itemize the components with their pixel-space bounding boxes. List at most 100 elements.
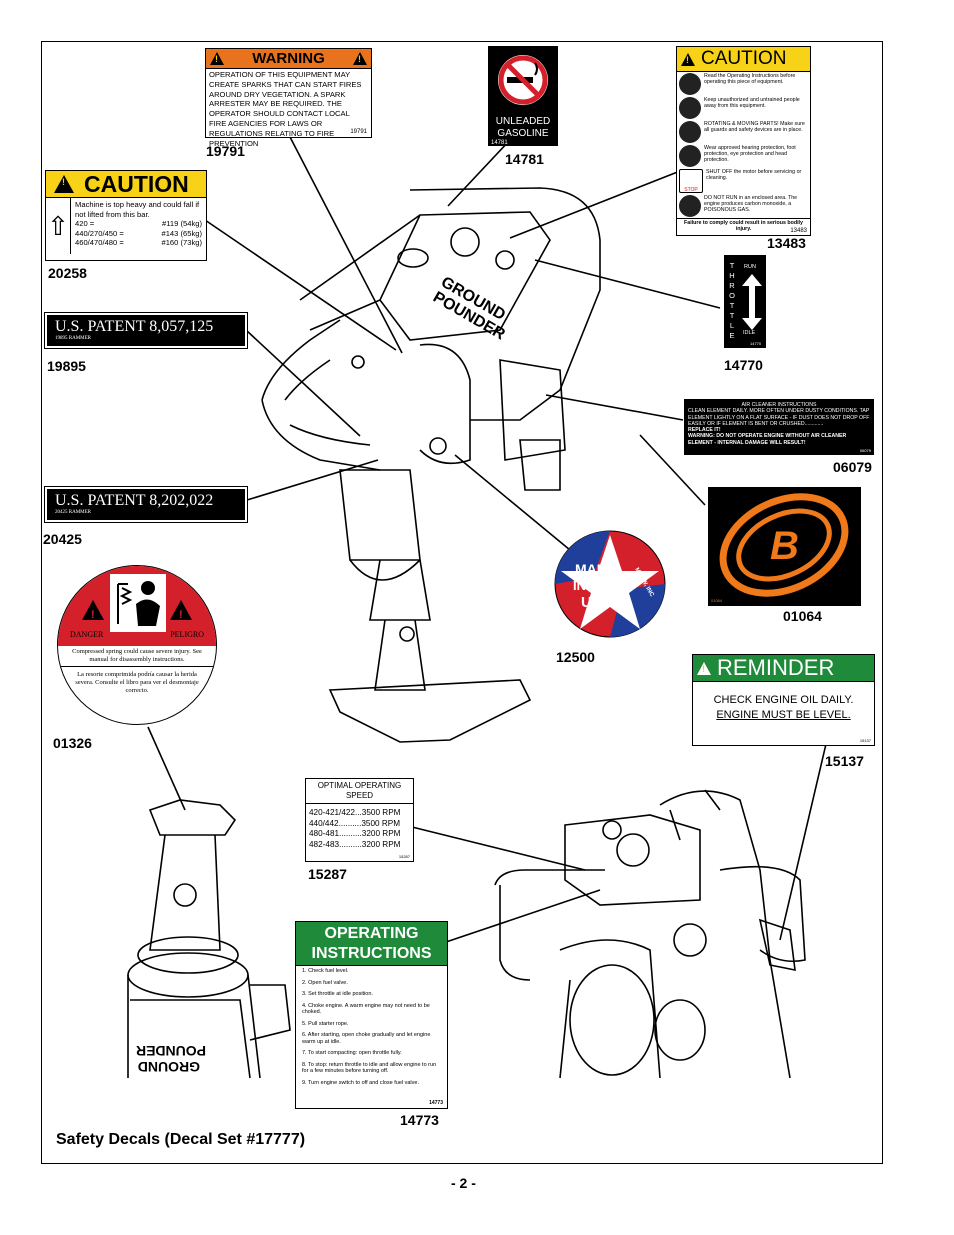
air-code: 06079 xyxy=(859,447,871,453)
page-number: - 2 - xyxy=(451,1175,476,1191)
made-in-usa-decal-12500: MADE IN THE USA M-B-W, INC xyxy=(554,530,666,638)
patent-title: U.S. PATENT 8,057,125 xyxy=(55,318,214,335)
logo-code: 01064 xyxy=(711,598,723,603)
warning-code: 19791 xyxy=(350,129,367,135)
gasoline-code: 14781 xyxy=(491,140,508,146)
opins-step: 8. To stop: return throttle to idle and … xyxy=(302,1061,437,1075)
patent-title: U.S. PATENT 8,202,022 xyxy=(55,492,214,509)
opins-step: 4. Choke engine. A warm engine may not n… xyxy=(302,1002,430,1016)
opins-step: 7. To start compacting: open throttle fu… xyxy=(302,1050,402,1056)
caution-item: Wear approved hearing protection, foot p… xyxy=(704,145,796,164)
warning-decal-19791: WARNING OPERATION OF THIS EQUIPMENT MAY … xyxy=(205,48,372,148)
danger-triangle-icon: ! xyxy=(82,600,104,620)
opins-step: 2. Open fuel valve. xyxy=(302,979,348,986)
opins-code: 14773 xyxy=(429,1100,443,1106)
warning-triangle-icon xyxy=(353,52,367,65)
no-people-icon xyxy=(679,97,701,119)
caution-lift-header: CAUTION xyxy=(46,171,206,198)
air-title: AIR CLEANER INSTRUCTIONS xyxy=(741,402,817,408)
caution-triangle-icon xyxy=(681,52,695,66)
peligro-label: PELIGRO xyxy=(170,630,204,639)
danger-triangle-icon: ! xyxy=(170,600,192,620)
throttle-letter: O xyxy=(729,291,735,300)
rpm-row: 440/442..........3500 RPM xyxy=(309,818,401,828)
decal-number-13483: 13483 xyxy=(767,235,806,251)
danger-en-text: Compressed spring could cause severe inj… xyxy=(58,646,216,667)
page-frame xyxy=(41,41,883,1164)
weight-value: #160 (73kg) xyxy=(161,238,202,247)
opins-header: OPERATING INSTRUCTIONS xyxy=(296,922,447,966)
reminder-header-text: REMINDER xyxy=(717,655,835,680)
throttle-letter: E xyxy=(729,331,735,340)
patent-sub: 19895 RAMMER xyxy=(55,336,91,341)
opins-steps: 1. Check fuel level. 2. Open fuel valve.… xyxy=(296,968,447,1086)
rpm-row: 420-421/422...3500 RPM xyxy=(309,808,401,817)
rpm-decal-15287: OPTIMAL OPERATING SPEED 420-421/422...35… xyxy=(305,778,414,862)
decal-number-19895: 19895 xyxy=(47,358,86,374)
caution-triangle-icon xyxy=(54,175,74,193)
reminder-line2: ENGINE MUST BE LEVEL. xyxy=(716,709,851,721)
decal-number-15287: 15287 xyxy=(308,866,347,882)
warning-header-text: WARNING xyxy=(252,50,325,67)
air-replace: REPLACE IT! xyxy=(688,427,721,434)
caution-header: CAUTION xyxy=(677,47,810,72)
throttle-code: 14770 xyxy=(750,341,762,346)
caution-lift-text: Machine is top heavy and could fall if n… xyxy=(75,200,200,219)
throttle-run: RUN xyxy=(744,264,756,270)
opins-step: 1. Check fuel level. xyxy=(302,968,349,974)
throttle-letter: L xyxy=(729,321,735,330)
weight-model: 440/270/450 = xyxy=(75,228,124,238)
gasoline-line2: GASOLINE xyxy=(497,128,549,139)
throttle-letters: T H R O T T L E xyxy=(728,261,736,341)
caution-item: Read the Operating Instructions before o… xyxy=(704,73,796,86)
moving-parts-icon xyxy=(679,121,701,143)
page-caption: Safety Decals (Decal Set #17777) xyxy=(56,1131,306,1148)
caution-item: SHUT OFF the motor before servicing or c… xyxy=(706,169,802,182)
throttle-letter: T xyxy=(729,261,735,270)
decal-number-06079: 06079 xyxy=(833,459,872,475)
caution-decal-20258: CAUTION ⇧ Machine is top heavy and could… xyxy=(45,170,207,261)
mbw-logo-icon: B xyxy=(719,493,849,597)
rpm-row: 482-483..........3200 RPM xyxy=(309,839,401,849)
manual-icon xyxy=(679,73,701,95)
weight-value: #119 (54kg) xyxy=(162,219,202,228)
patent-sub: 20425 RAMMER xyxy=(55,510,91,515)
decal-number-20258: 20258 xyxy=(48,265,87,281)
logo-decal-01064: B 01064 xyxy=(708,487,861,606)
air-cleaner-decal-06079: AIR CLEANER INSTRUCTIONS CLEAN ELEMENT D… xyxy=(684,399,874,455)
spring-hazard-icon xyxy=(110,574,166,632)
closeup-label-line1: GROUND xyxy=(138,1059,200,1075)
decal-number-01064: 01064 xyxy=(783,608,822,624)
caution-decal-13483: CAUTION Read the Operating Instructions … xyxy=(676,46,811,236)
weight-value: #143 (65kg) xyxy=(161,228,202,238)
reminder-header: REMINDER xyxy=(693,655,874,682)
usa-line2: IN THE xyxy=(573,578,616,593)
logo-letter: B xyxy=(770,524,799,568)
throttle-decal-14770: T H R O T T L E RUN IDLE 14770 xyxy=(724,255,766,348)
throttle-letter: T xyxy=(729,301,735,310)
danger-es-text: La resorte comprimida podría causar la h… xyxy=(75,671,199,694)
decal-number-15137: 15137 xyxy=(825,753,864,769)
decal-number-14770: 14770 xyxy=(724,357,763,373)
no-smoking-icon xyxy=(498,55,548,105)
reminder-decal-15137: REMINDER CHECK ENGINE OIL DAILY. ENGINE … xyxy=(692,654,875,746)
weight-model: 460/470/480 = xyxy=(75,238,124,247)
patent-decal-19895: U.S. PATENT 8,057,125 19895 RAMMER xyxy=(44,312,248,349)
weight-model: 420 = xyxy=(75,219,95,228)
rpm-code: 15287 xyxy=(398,854,410,859)
danger-label: DANGER xyxy=(70,630,104,639)
reminder-code: 15137 xyxy=(859,738,871,743)
reminder-triangle-icon xyxy=(697,661,711,675)
protection-icon xyxy=(679,145,701,167)
caution-header-text: CAUTION xyxy=(701,48,787,69)
gasoline-line1: UNLEADED xyxy=(495,116,551,127)
opins-step: 9. Turn engine switch to off and close f… xyxy=(302,1079,419,1086)
reminder-line1: CHECK ENGINE OIL DAILY. xyxy=(713,694,854,706)
lift-hook-icon: ⇧ xyxy=(46,198,72,254)
opins-step: 6. After starting, open choke gradually … xyxy=(302,1032,431,1045)
enclosed-area-icon xyxy=(679,195,701,217)
caution-footer: Failure to comply could result in seriou… xyxy=(677,218,810,233)
decal-number-19791: 19791 xyxy=(206,143,245,159)
air-text: CLEAN ELEMENT DAILY. MORE OFTEN UNDER DU… xyxy=(688,408,870,427)
